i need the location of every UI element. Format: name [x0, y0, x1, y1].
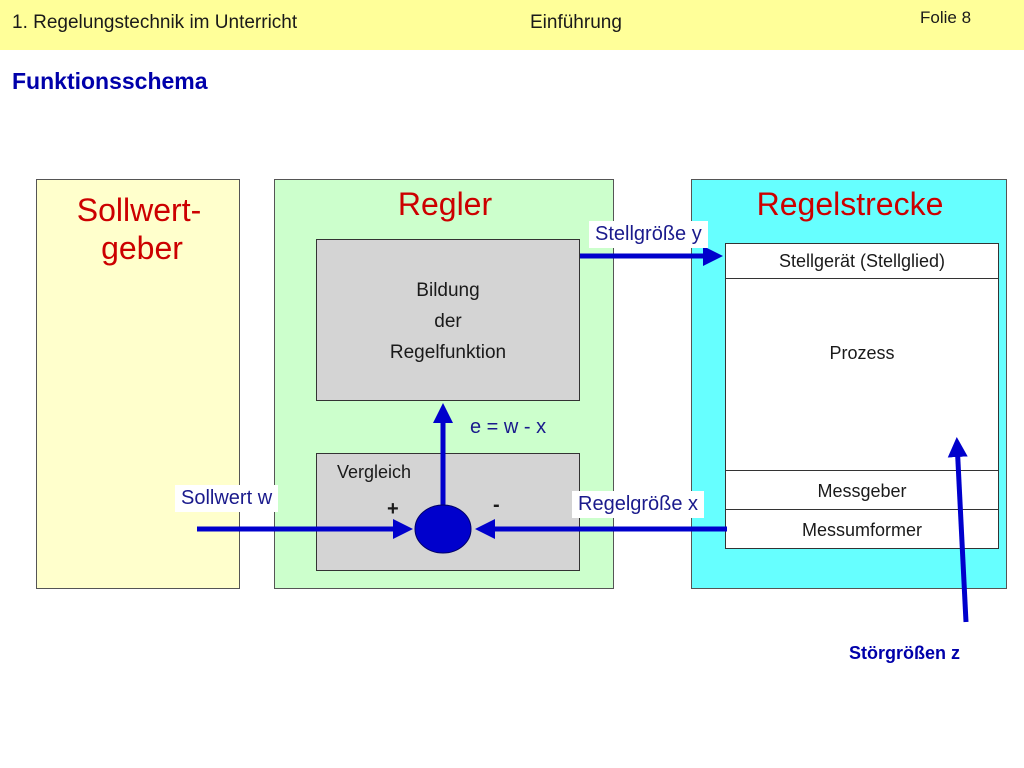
- regelgroesse-label: Regelgröße x: [572, 491, 705, 518]
- regelstrecke-title: Regelstrecke: [756, 186, 944, 222]
- sollwertgeber-block: Sollwert- geber: [36, 179, 240, 589]
- minus-sign: -: [493, 494, 500, 516]
- sollwertgeber-title-line1: Sollwert-: [76, 192, 202, 228]
- regelfunktion-box: Bildung der Regelfunktion: [316, 239, 580, 401]
- regelfunktion-line1: Bildung: [416, 280, 480, 301]
- comparator-circle: [414, 504, 472, 554]
- prozess-label: Prozess: [829, 343, 895, 363]
- stellgroesse-label: Stellgröße y: [589, 221, 708, 248]
- page-title: Funktionsschema: [12, 68, 208, 94]
- stellgeraet-box: Stellgerät (Stellglied): [725, 243, 999, 279]
- stoergroessen-label: Störgrößen z: [849, 643, 960, 663]
- regelfunktion-line3: Regelfunktion: [389, 342, 507, 363]
- header-chapter: 1. Regelungstechnik im Unterricht: [12, 12, 298, 33]
- stoergroessen-arrow: [947, 437, 969, 623]
- regelfunktion-line2: der: [434, 311, 462, 332]
- sollwert-label: Sollwert w: [175, 485, 279, 512]
- header-section: Einführung: [530, 12, 622, 33]
- regler-title: Regler: [397, 186, 493, 222]
- error-equation: e = w - x: [470, 416, 547, 438]
- sollwertgeber-title-line2: geber: [101, 230, 183, 266]
- header-bar: [0, 0, 1024, 50]
- slide-number: Folie 8: [920, 8, 972, 27]
- messumformer-box: Messumformer: [725, 509, 999, 549]
- plus-sign: +: [387, 498, 399, 520]
- vergleich-label: Vergleich: [337, 462, 412, 482]
- messgeber-box: Messgeber: [725, 470, 999, 510]
